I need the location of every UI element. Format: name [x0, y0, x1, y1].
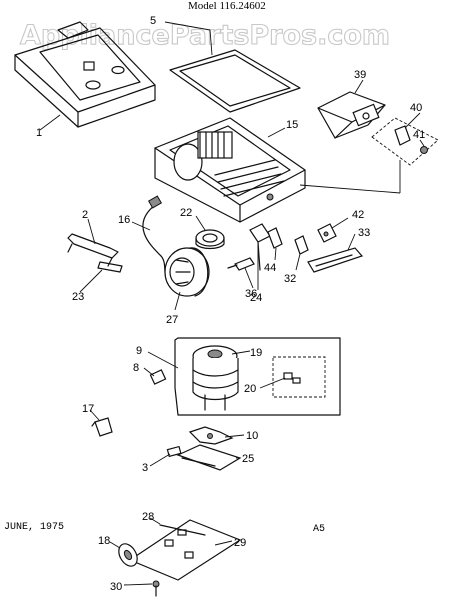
- callout-42: 42: [352, 209, 364, 221]
- part-1-top-cover: [14, 21, 156, 131]
- callout-24: 24: [250, 292, 262, 304]
- part-30-screw: [123, 580, 160, 597]
- watermark: AppliancePartsPros.com: [20, 20, 390, 51]
- callout-16: 16: [118, 214, 130, 226]
- footer-code: A5: [313, 524, 325, 535]
- callout-15: 15: [286, 119, 298, 131]
- part-22-ring: [195, 215, 225, 250]
- part-15-housing: [154, 117, 401, 223]
- callout-44: 44: [264, 262, 276, 274]
- callout-18: 18: [98, 535, 110, 547]
- callout-8: 8: [133, 362, 139, 374]
- callout-25: 25: [242, 453, 254, 465]
- callout-19: 19: [250, 347, 262, 359]
- part-20-brushes: [259, 356, 326, 398]
- part-3-clip: [149, 445, 182, 467]
- callout-33: 33: [358, 227, 370, 239]
- part-24-knob: [249, 223, 271, 290]
- callout-3: 3: [142, 462, 148, 474]
- part-18-wheel: [109, 541, 138, 567]
- callout-39: 39: [354, 69, 366, 81]
- callout-1: 1: [36, 127, 42, 139]
- callout-10: 10: [246, 430, 258, 442]
- callout-2: 2: [82, 209, 88, 221]
- callout-17: 17: [82, 403, 94, 415]
- part-32-bracket: [294, 235, 309, 271]
- callout-23: 23: [72, 291, 84, 303]
- callout-28: 28: [142, 511, 154, 523]
- part-23-clip: [79, 261, 123, 293]
- part-25-base-plate: [176, 444, 242, 471]
- part-44-switch: [267, 227, 283, 261]
- callout-30: 30: [110, 581, 122, 593]
- footer-date: JUNE, 1975: [4, 522, 64, 533]
- callout-40: 40: [410, 102, 422, 114]
- callout-36: 36: [245, 288, 257, 300]
- part-36-screw: [227, 257, 255, 289]
- part-40-41-latch: [371, 112, 439, 166]
- callout-20: 20: [244, 383, 256, 395]
- part-28-wire: [149, 517, 206, 536]
- part-39-filter-holder: [317, 79, 386, 139]
- model-header: Model 116.24602: [188, 0, 266, 12]
- part-16-cord: [131, 195, 169, 281]
- callout-27: 27: [166, 314, 178, 326]
- part-2-bracket: [67, 218, 119, 267]
- part-42-connector: [317, 217, 349, 243]
- part-17-cap: [89, 409, 113, 437]
- part-5-gasket: [164, 21, 301, 113]
- callout-32: 32: [284, 273, 296, 285]
- callout-9: 9: [136, 345, 142, 357]
- part-27-motor-shroud: [164, 247, 210, 311]
- callout-22: 22: [180, 207, 192, 219]
- part-9-motor-assembly: [147, 337, 341, 416]
- callout-41: 41: [413, 129, 425, 141]
- part-8-brush: [143, 367, 167, 385]
- part-33-handle: [307, 233, 364, 273]
- part-29-bottom-plate: [128, 519, 242, 581]
- callout-29: 29: [234, 537, 246, 549]
- part-10-fan: [188, 426, 245, 445]
- callout-5: 5: [150, 15, 156, 27]
